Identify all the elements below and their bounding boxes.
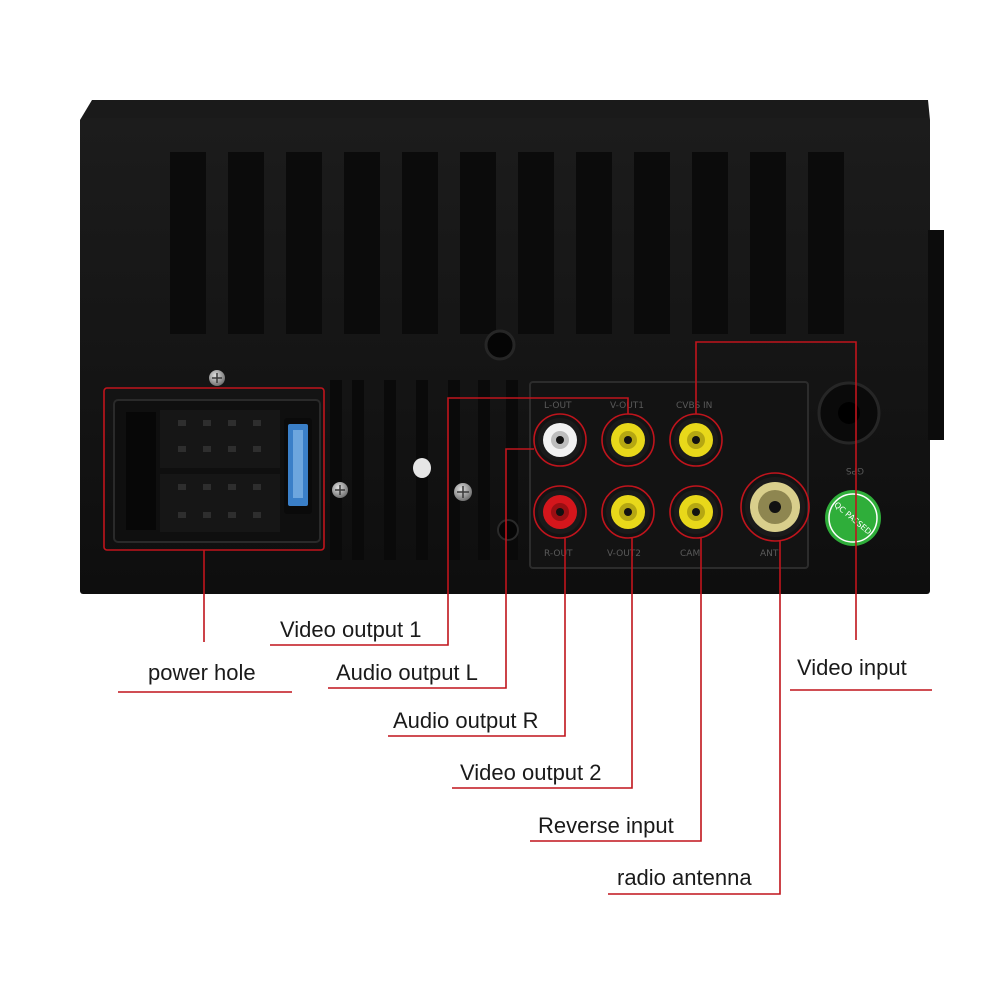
lower-vents [330, 380, 518, 560]
label-radio-antenna: radio antenna [617, 865, 752, 890]
indicator-hole [413, 458, 431, 478]
marking-cvbs-in: CVBS IN [676, 401, 712, 411]
label-audio-output-r: Audio output R [393, 708, 539, 733]
marking-v-out2: V-OUT2 [607, 549, 641, 559]
ring-audio-l [533, 413, 587, 467]
rca-jack-video-out-2 [606, 490, 650, 534]
svg-text:GPS: GPS [846, 465, 864, 475]
qc-passed-badge: QC PASSED [825, 490, 881, 546]
marking-r-out: R-OUT [544, 549, 573, 559]
marking-ant: ANT [760, 549, 779, 559]
heat-sink-fins [170, 152, 844, 334]
rca-jack-audio-l [538, 418, 582, 462]
marking-l-out: L-OUT [544, 401, 572, 411]
label-video-input: Video input [797, 655, 907, 680]
callout-lines [103, 341, 932, 895]
label-video-output-2: Video output 2 [460, 760, 602, 785]
rca-jack-audio-r [538, 490, 582, 534]
screw-center [454, 483, 472, 501]
screw-right-of-connector [332, 482, 348, 498]
housing-side-tab [928, 230, 944, 440]
ring-audio-r [533, 485, 587, 539]
power-connector [113, 399, 321, 543]
label-reverse-input: Reverse input [538, 813, 674, 838]
rca-panel [529, 381, 809, 569]
marking-cam: CAM [680, 549, 700, 559]
screw-top [209, 370, 225, 386]
label-video-output-1: Video output 1 [280, 617, 422, 642]
label-power-hole: power hole [148, 660, 256, 685]
label-audio-output-l: Audio output L [336, 660, 478, 685]
ring-reverse-in [669, 485, 723, 539]
gps-port: GPS [817, 381, 881, 475]
ring-video-out-2 [601, 485, 655, 539]
rca-jack-reverse-in [674, 490, 718, 534]
rca-jack-video-in [674, 418, 718, 462]
mounting-hole [484, 329, 516, 361]
small-hole [497, 519, 519, 541]
antenna-jack [745, 477, 805, 537]
rca-jack-video-out-1 [606, 418, 650, 462]
marking-v-out1: V-OUT1 [610, 401, 644, 411]
ring-antenna [740, 472, 810, 542]
power-connector-highlight [103, 387, 325, 551]
